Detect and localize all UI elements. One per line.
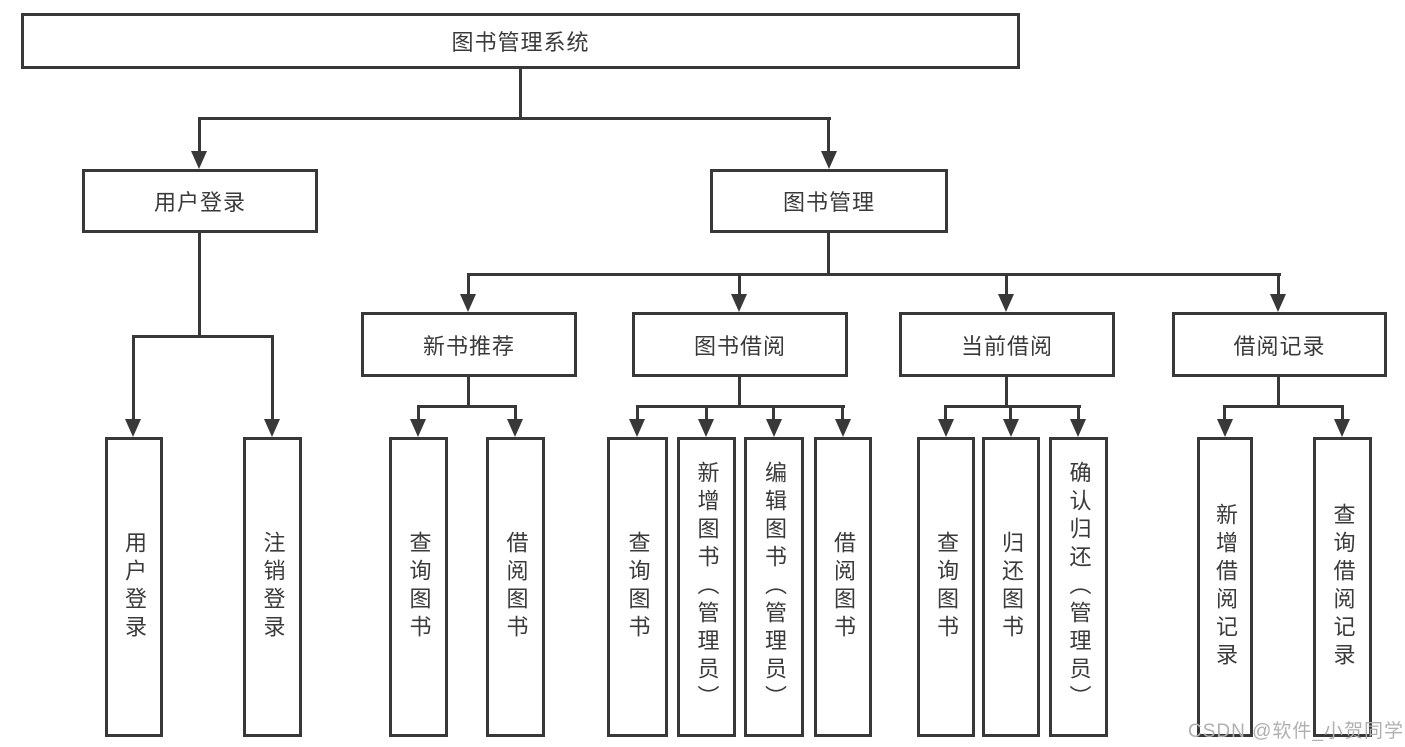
node-leaf-query-books-recommend: 查询图书 [389, 437, 448, 737]
connector-drop-leaf [132, 335, 135, 421]
connector-drop-leaf [1341, 405, 1344, 421]
connector-drop-mid [738, 273, 741, 296]
connector-drop-book-management [827, 117, 830, 153]
connector-user-login-horizontal [132, 335, 274, 338]
arrowhead-down-icon [1334, 419, 1350, 437]
node-label: 借阅记录 [1233, 333, 1326, 359]
node-label: 用户登录 [122, 531, 147, 643]
node-current-borrow: 当前借阅 [899, 312, 1115, 377]
arrowhead-down-icon [410, 419, 426, 437]
node-leaf-return-books: 归还图书 [982, 437, 1040, 737]
node-leaf-add-borrow-record: 新增借阅记录 [1197, 437, 1253, 737]
node-borrow-records: 借阅记录 [1172, 312, 1387, 377]
connector-drop-mid [1277, 273, 1280, 296]
connector-drop-leaf [271, 335, 274, 421]
node-label: 确认归还（管理员） [1066, 461, 1092, 713]
node-label: 查询图书 [934, 531, 959, 643]
node-label: 查询借阅记录 [1330, 503, 1356, 671]
connector-group-down [1277, 377, 1280, 408]
connector-group-horizontal [1223, 405, 1344, 408]
node-label: 新增借阅记录 [1213, 503, 1238, 671]
arrowhead-down-icon [629, 419, 645, 437]
connector-group-down [1005, 377, 1008, 408]
connector-group-horizontal [636, 405, 845, 408]
node-label: 注销登录 [260, 531, 286, 643]
node-label: 用户登录 [153, 190, 246, 215]
node-leaf-query-books-current: 查询图书 [917, 437, 975, 737]
connector-group-horizontal [417, 405, 517, 408]
node-leaf-edit-books-admin: 编辑图书（管理员） [744, 437, 804, 737]
arrowhead-down-icon [125, 419, 141, 437]
node-label: 编辑图书（管理员） [762, 461, 787, 713]
arrowhead-down-icon [731, 294, 747, 312]
node-label: 借阅图书 [831, 531, 856, 643]
connector-drop-leaf [1223, 405, 1226, 421]
node-label: 当前借阅 [960, 333, 1053, 359]
arrowhead-down-icon [835, 419, 851, 437]
connector-drop-leaf [1009, 405, 1012, 421]
node-label: 查询图书 [625, 531, 651, 643]
arrowhead-down-icon [460, 294, 476, 312]
connector-drop-leaf [772, 405, 775, 421]
arrowhead-down-icon [938, 419, 954, 437]
connector-drop-mid [467, 273, 470, 296]
connector-drop-leaf [841, 405, 844, 421]
node-user-login: 用户登录 [82, 169, 318, 233]
node-label: 新书推荐 [422, 333, 515, 359]
node-label: 图书管理系统 [451, 30, 590, 55]
arrowhead-down-icon [1270, 294, 1286, 312]
connector-user-login-down [198, 233, 201, 338]
node-label: 图书管理 [782, 190, 875, 215]
arrowhead-down-icon [998, 294, 1014, 312]
node-leaf-logout: 注销登录 [243, 437, 302, 737]
node-book-borrow: 图书借阅 [632, 312, 848, 377]
node-system-root: 图书管理系统 [21, 13, 1020, 69]
connector-level1-horizontal [198, 117, 831, 120]
node-leaf-borrow-books: 借阅图书 [814, 437, 872, 737]
arrowhead-down-icon [766, 419, 782, 437]
connector-drop-leaf [705, 405, 708, 421]
arrowhead-down-icon [1217, 419, 1233, 437]
node-book-management: 图书管理 [710, 169, 948, 233]
node-label: 借阅图书 [503, 531, 529, 643]
node-label: 新增图书（管理员） [694, 461, 720, 713]
node-leaf-confirm-return-admin: 确认归还（管理员） [1049, 437, 1108, 737]
arrowhead-down-icon [698, 419, 714, 437]
node-label: 查询图书 [406, 531, 432, 643]
arrowhead-down-icon [264, 419, 280, 437]
connector-drop-leaf [1077, 405, 1080, 421]
node-label: 归还图书 [999, 531, 1024, 643]
connector-drop-leaf [417, 405, 420, 421]
node-new-book-recommend: 新书推荐 [361, 312, 577, 377]
node-leaf-borrow-books-recommend: 借阅图书 [486, 437, 545, 737]
node-leaf-query-borrow-record: 查询借阅记录 [1313, 437, 1372, 737]
connector-group-down [738, 377, 741, 408]
csdn-watermark: CSDN @软件_小贺同学 [1188, 721, 1404, 742]
node-leaf-add-books-admin: 新增图书（管理员） [677, 437, 736, 737]
connector-drop-leaf [944, 405, 947, 421]
connector-drop-leaf [636, 405, 639, 421]
connector-book-management-down [827, 233, 830, 275]
arrowhead-down-icon [191, 151, 207, 169]
node-leaf-user-login: 用户登录 [105, 437, 163, 737]
node-label: 图书借阅 [693, 333, 786, 359]
connector-drop-mid [1005, 273, 1008, 296]
connector-drop-user-login [198, 117, 201, 153]
connector-group-down [467, 377, 470, 408]
arrowhead-down-icon [507, 419, 523, 437]
connector-root-down [519, 69, 522, 120]
arrowhead-down-icon [1003, 419, 1019, 437]
connector-drop-leaf [514, 405, 517, 421]
arrowhead-down-icon [821, 151, 837, 169]
arrowhead-down-icon [1070, 419, 1086, 437]
connector-group-horizontal [944, 405, 1081, 408]
node-leaf-query-books-borrow: 查询图书 [607, 437, 668, 737]
connector-level2-horizontal [467, 273, 1281, 276]
